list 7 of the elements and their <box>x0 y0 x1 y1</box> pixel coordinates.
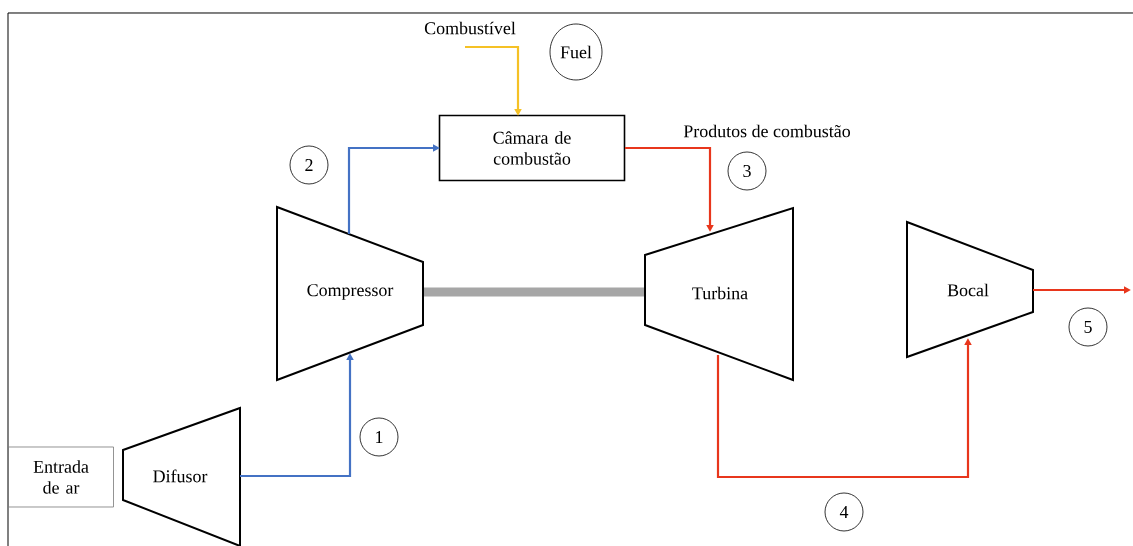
shaft <box>424 287 644 297</box>
inlet-text: Combustível <box>424 21 516 35</box>
flow-label: Produtos de combustão <box>683 124 850 138</box>
process-box: Entrada de ar <box>8 446 114 508</box>
turbomachine-trapezoid: Difusor <box>122 406 241 546</box>
process-box: Câmara de combustão <box>438 114 626 182</box>
turbomachine-trapezoid: Turbina <box>644 206 794 382</box>
